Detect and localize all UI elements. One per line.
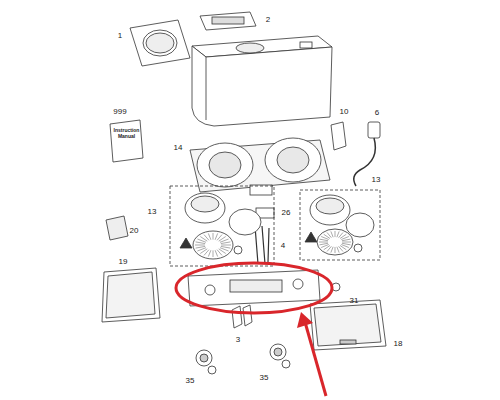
blower-scroll-left <box>197 143 253 187</box>
callout-number: 14 <box>174 144 183 152</box>
damper <box>200 12 256 30</box>
lamp-socket <box>196 350 212 366</box>
control-panel <box>188 270 320 306</box>
callout-number: 35 <box>186 377 195 385</box>
callout-number: 6 <box>375 109 379 117</box>
arrow-head <box>297 312 313 328</box>
highlight-ellipse <box>176 263 332 313</box>
lamp-socket <box>270 344 286 360</box>
motor-group-left <box>170 186 274 266</box>
motor <box>185 193 261 235</box>
callout-number: 20 <box>130 227 139 235</box>
grease-filter <box>310 300 386 350</box>
callout-number: 4 <box>281 242 285 250</box>
callout-number: 13 <box>148 208 157 216</box>
highlight-arrow <box>305 322 326 396</box>
junction-cover <box>331 122 346 150</box>
manual-cover: Instruction Manual <box>113 128 140 156</box>
motor-group-right <box>300 190 380 260</box>
duct-plate <box>130 20 190 66</box>
callout-number: 13 <box>372 176 381 184</box>
callout-number: 31 <box>350 297 359 305</box>
callout-number: 2 <box>266 16 270 24</box>
bracket <box>232 306 242 328</box>
instruction-manual <box>110 120 143 162</box>
wire-harness <box>255 226 269 264</box>
blower-wheel <box>193 231 233 259</box>
callout-number: 10 <box>340 108 349 116</box>
callout-number: 26 <box>282 209 291 217</box>
duct-opening <box>143 30 177 56</box>
callout-number: 1 <box>118 32 122 40</box>
grease-filter <box>102 268 160 322</box>
callout-number: 18 <box>394 340 403 348</box>
callout-number: 35 <box>260 374 269 382</box>
blower-wheel <box>317 229 353 255</box>
callout-number: 19 <box>119 258 128 266</box>
blower-scroll-right <box>265 138 321 182</box>
light-lens <box>106 216 128 240</box>
power-plug <box>368 122 380 138</box>
manual-title: Instruction Manual <box>113 128 140 139</box>
hood-body <box>192 46 332 126</box>
callout-number: 999 <box>113 108 126 116</box>
callout-number: 3 <box>236 336 240 344</box>
